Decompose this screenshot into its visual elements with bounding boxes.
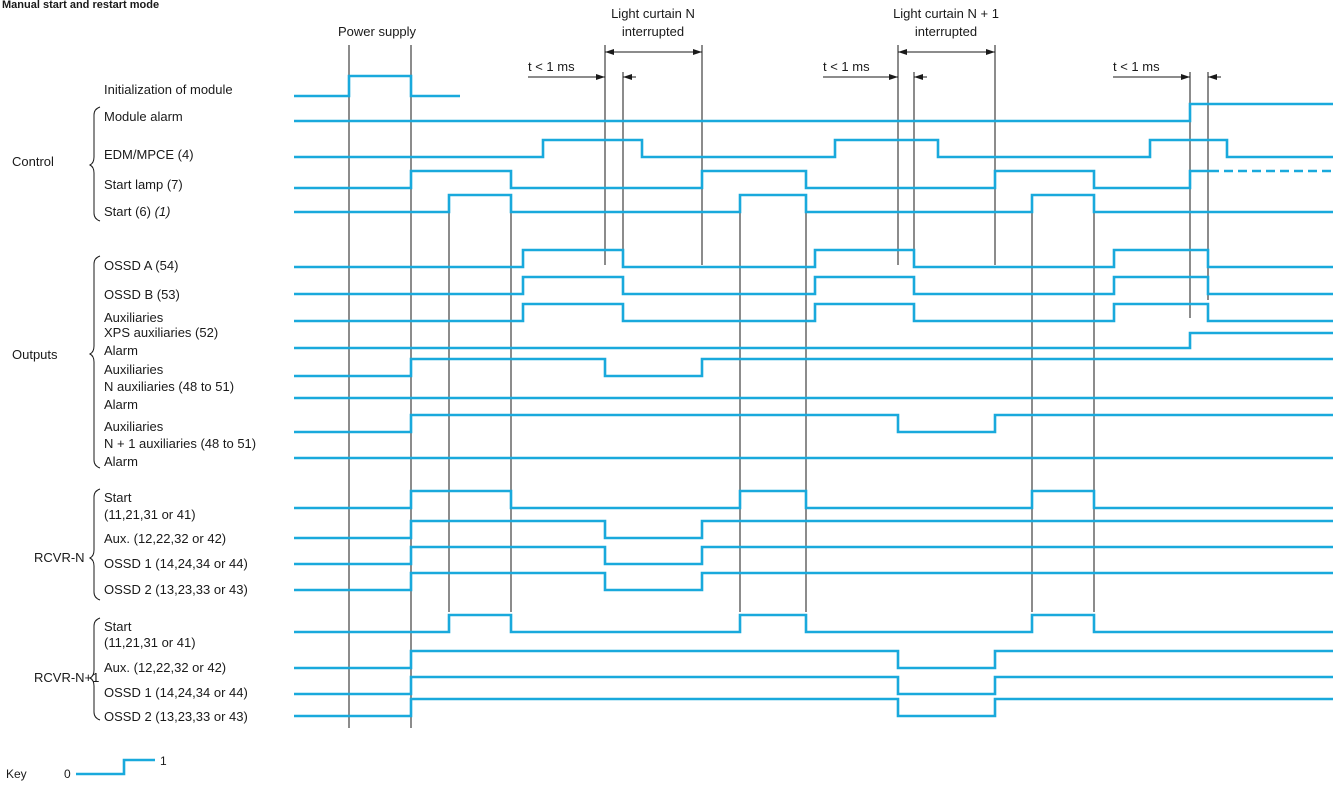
key-low-label: 0 bbox=[64, 767, 71, 781]
signal-label-n-alarm: Alarm bbox=[104, 397, 138, 412]
group-brackets bbox=[88, 106, 101, 721]
waveform-start-lamp bbox=[294, 169, 1210, 190]
waveform-n-aux bbox=[294, 357, 1333, 378]
signal-label-xps-alarm: Alarm bbox=[104, 343, 138, 358]
signal-label-rn-start-line2: (11,21,31 or 41) bbox=[104, 507, 196, 522]
t-label-1: t < 1 ms bbox=[528, 59, 575, 74]
waveform-xps-aux bbox=[294, 302, 1333, 323]
group-control: Control bbox=[12, 154, 54, 169]
group-rcvr-n: RCVR-N bbox=[34, 550, 85, 565]
signal-label-ossd-a: OSSD A (54) bbox=[104, 258, 178, 273]
key-label: Key bbox=[6, 767, 27, 781]
waveform-rn1-ossd1 bbox=[294, 675, 1333, 696]
signal-label-rn1-aux: Aux. (12,22,32 or 42) bbox=[104, 660, 226, 675]
waveform-edm bbox=[294, 138, 1333, 159]
curtain-n1-label-2: interrupted bbox=[915, 24, 977, 39]
waveform-rn-ossd2 bbox=[294, 571, 1333, 592]
signal-label-rn-start: Start bbox=[104, 490, 132, 505]
waveform-rn-start bbox=[294, 489, 1333, 510]
signal-label-xps-aux: Auxiliaries bbox=[104, 310, 164, 325]
power-supply-label: Power supply bbox=[338, 24, 417, 39]
signal-label-init: Initialization of module bbox=[104, 82, 233, 97]
waveform-rn1-aux bbox=[294, 649, 1333, 670]
key-waveform bbox=[76, 758, 155, 776]
signal-label-rn1-start-line2: (11,21,31 or 41) bbox=[104, 635, 196, 650]
waveform-ossd-a bbox=[294, 248, 1333, 269]
signal-label-n1-alarm: Alarm bbox=[104, 454, 138, 469]
key-high-label: 1 bbox=[160, 754, 167, 768]
signal-label-rn-ossd2: OSSD 2 (13,23,33 or 43) bbox=[104, 582, 248, 597]
signal-label-rn1-ossd2: OSSD 2 (13,23,33 or 43) bbox=[104, 709, 248, 724]
signal-label-edm: EDM/MPCE (4) bbox=[104, 147, 194, 162]
signal-label-start-lamp: Start lamp (7) bbox=[104, 177, 183, 192]
waveform-xps-alarm bbox=[294, 331, 1333, 350]
signal-label-module-alarm: Module alarm bbox=[104, 109, 183, 124]
group-rcvr-n1: RCVR-N+1 bbox=[34, 670, 99, 685]
t-label-2: t < 1 ms bbox=[823, 59, 870, 74]
signal-label-n-aux-line2: N auxiliaries (48 to 51) bbox=[104, 379, 234, 394]
signal-label-start: Start (6) (1) bbox=[104, 204, 170, 219]
signal-label-n1-aux-line2: N + 1 auxiliaries (48 to 51) bbox=[104, 436, 256, 451]
signal-label-rn-aux: Aux. (12,22,32 or 42) bbox=[104, 531, 226, 546]
signal-label-rn-ossd1: OSSD 1 (14,24,34 or 44) bbox=[104, 556, 248, 571]
waveform-start bbox=[294, 193, 1333, 214]
signal-label-n1-aux: Auxiliaries bbox=[104, 419, 164, 434]
diagram-title: Manual start and restart mode bbox=[2, 0, 159, 11]
reference-lines bbox=[348, 45, 1209, 728]
note-ref-start: (1) bbox=[155, 204, 171, 219]
signal-label-rn1-ossd1: OSSD 1 (14,24,34 or 44) bbox=[104, 685, 248, 700]
t-label-3: t < 1 ms bbox=[1113, 59, 1160, 74]
waveform-init bbox=[294, 74, 460, 98]
waveform-module-alarm bbox=[294, 102, 1333, 123]
signal-label-ossd-b: OSSD B (53) bbox=[104, 287, 180, 302]
waveform-n1-aux bbox=[294, 413, 1333, 434]
waveform-ossd-b bbox=[294, 275, 1333, 296]
signal-label-xps-aux-line2: XPS auxiliaries (52) bbox=[104, 325, 218, 340]
signal-label-rn1-start: Start bbox=[104, 619, 132, 634]
waveforms bbox=[294, 74, 1333, 718]
interval-arrows bbox=[528, 49, 1221, 80]
group-outputs: Outputs bbox=[12, 347, 58, 362]
curtain-n-label-2: interrupted bbox=[622, 24, 684, 39]
waveform-rn1-start bbox=[294, 613, 1333, 634]
curtain-n-label-1: Light curtain N bbox=[611, 6, 695, 21]
waveform-rn-ossd1 bbox=[294, 545, 1333, 566]
curtain-n1-label-1: Light curtain N + 1 bbox=[893, 6, 999, 21]
signal-label-n-aux: Auxiliaries bbox=[104, 362, 164, 377]
waveform-rn-aux bbox=[294, 519, 1333, 540]
waveform-rn1-ossd2 bbox=[294, 697, 1333, 718]
